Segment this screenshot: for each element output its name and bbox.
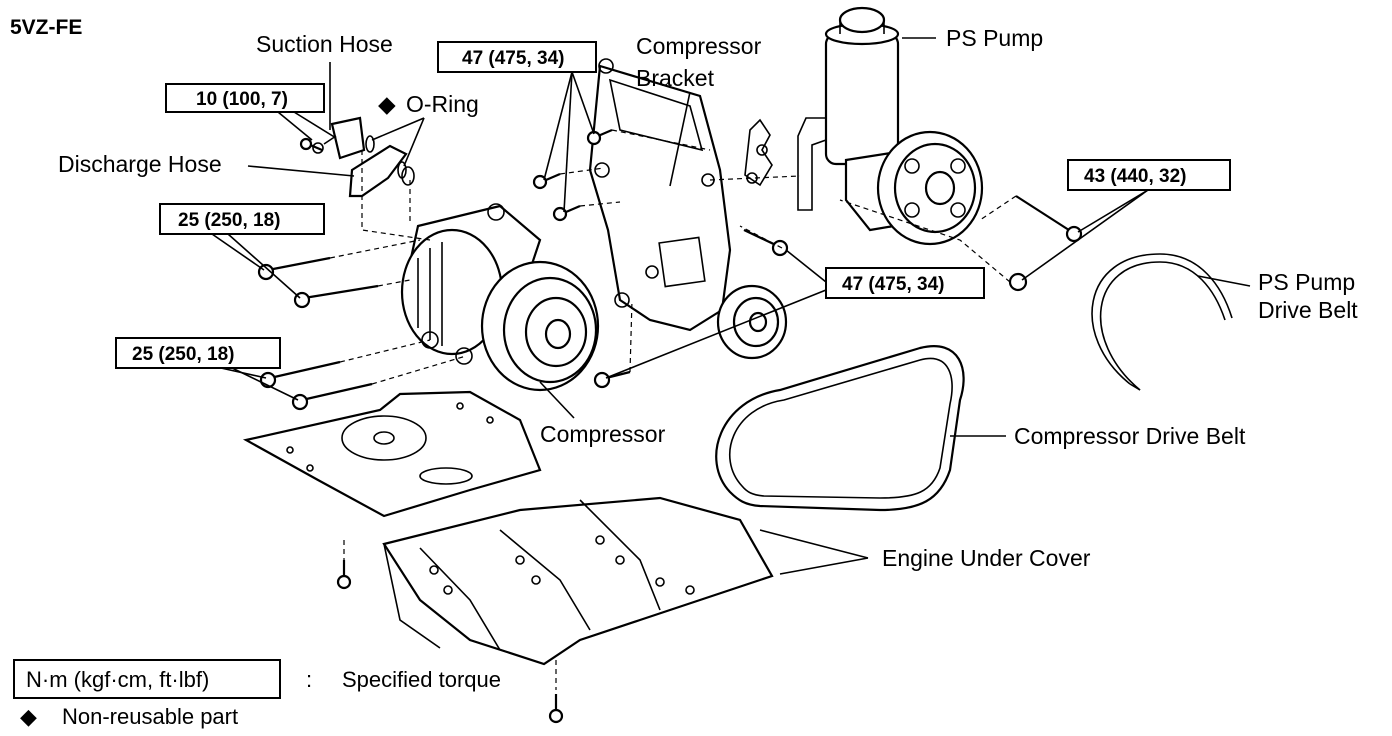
label-discharge-hose: Discharge Hose (58, 151, 222, 177)
label-o-ring: O-Ring (406, 91, 479, 117)
label-compressor-bracket-line2: Bracket (636, 65, 715, 91)
label-compressor-bracket-line1: Compressor (636, 33, 762, 59)
torque-box-compressor-upper (159, 203, 325, 235)
torque-bracket-right: 47 (475, 34) (842, 274, 944, 295)
ps-pump-bracket (744, 118, 773, 187)
label-compressor: Compressor (540, 421, 666, 447)
legend-separator: : (306, 667, 312, 692)
torque-box-suction-hose (165, 83, 325, 113)
discharge-hose (348, 144, 415, 198)
compressor-bracket (588, 58, 788, 360)
label-ps-pump-drive-belt-line1: PS Pump (1258, 269, 1355, 295)
diamond-icon: ◆ (378, 91, 396, 117)
legend-unit-box (13, 659, 281, 699)
torque-compressor-lower: 25 (250, 18) (132, 344, 234, 365)
torque-suction-hose: 10 (100, 7) (196, 89, 288, 110)
leader-lines (211, 37, 1251, 575)
ps-pump (797, 6, 984, 246)
compressor (400, 203, 600, 392)
label-engine-under-cover: Engine Under Cover (882, 545, 1091, 571)
compressor-drive-belt (715, 345, 965, 512)
legend: N·m (kgf·cm, ft·lbf) : Specified torque … (13, 659, 501, 729)
o-ring (365, 135, 407, 179)
torque-box-compressor-lower (115, 337, 281, 369)
torque-compressor-upper: 25 (250, 18) (178, 210, 280, 231)
legend-unit-text: N·m (kgf·cm, ft·lbf) (26, 667, 209, 692)
legend-non-reusable-part: Non-reusable part (62, 704, 238, 729)
legend-specified-torque: Specified torque (342, 667, 501, 692)
label-ps-pump: PS Pump (946, 25, 1043, 51)
torque-box-bracket-top (437, 41, 597, 73)
label-compressor-drive-belt: Compressor Drive Belt (1014, 423, 1246, 449)
suction-hose (312, 116, 366, 160)
torque-box-bracket-right (825, 267, 985, 299)
torque-box-ps-pump (1067, 159, 1231, 191)
torque-bracket-top: 47 (475, 34) (462, 48, 564, 69)
engine-under-cover (242, 390, 774, 666)
alignment-lines (329, 129, 1017, 690)
bolt-icon (257, 128, 1083, 724)
legend-diamond-icon: ◆ (20, 704, 37, 729)
torque-ps-pump: 43 (440, 32) (1084, 166, 1186, 187)
ps-pump-drive-belt (1091, 253, 1233, 391)
engine-code: 5VZ-FE (10, 16, 82, 39)
label-ps-pump-drive-belt-line2: Drive Belt (1258, 297, 1358, 323)
label-suction-hose: Suction Hose (256, 31, 393, 57)
